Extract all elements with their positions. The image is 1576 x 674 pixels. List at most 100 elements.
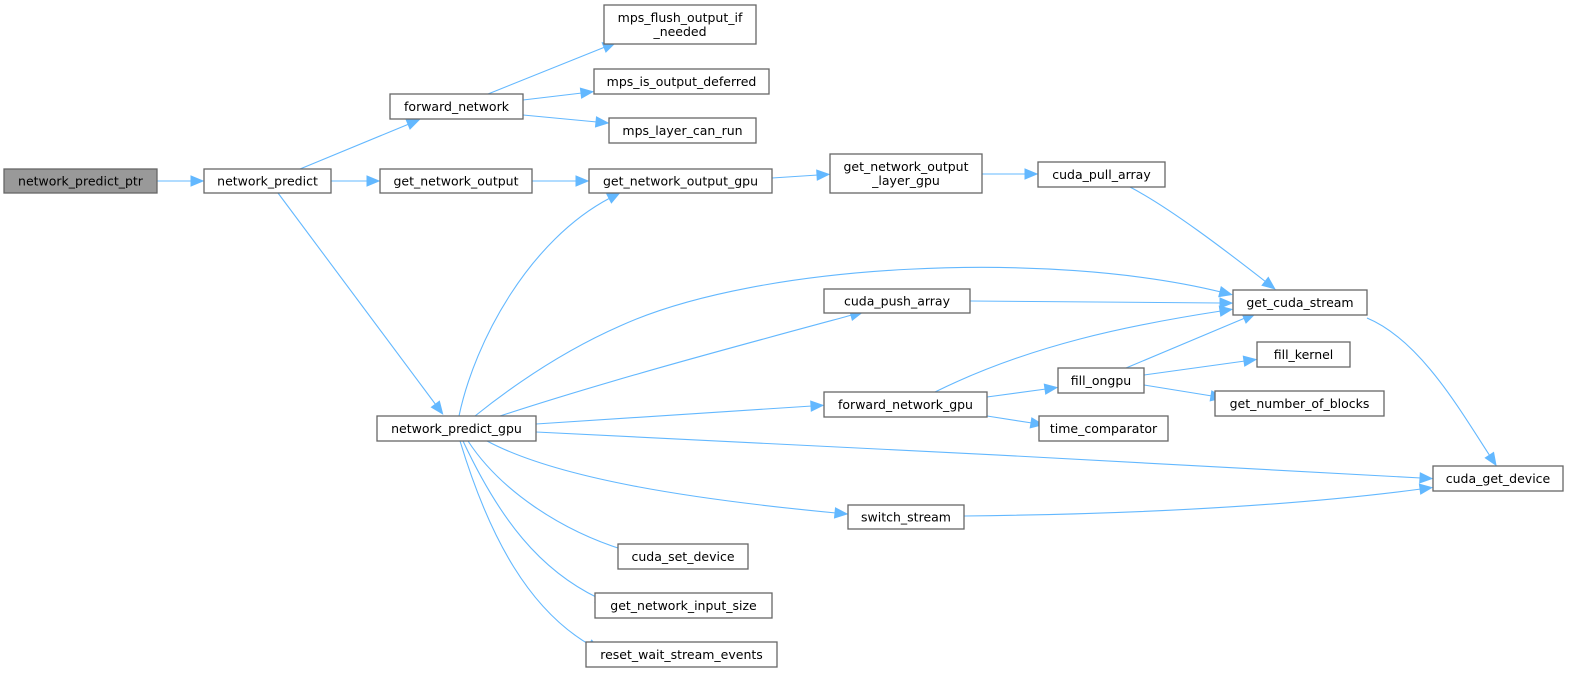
edge-cuda_push_array-to-get_cuda_stream bbox=[969, 297, 1234, 309]
arrowhead-icon bbox=[430, 400, 444, 415]
node-get-network-output-gpu[interactable]: get_network_output_gpu bbox=[588, 168, 773, 194]
edge-network_predict_gpu-to-cuda_push_array bbox=[499, 309, 864, 417]
node-box bbox=[376, 415, 537, 442]
node-label: fill_kernel bbox=[1274, 347, 1334, 362]
arrowhead-icon bbox=[1242, 355, 1258, 367]
edge-forward_network-to-mps_layer_can_run bbox=[522, 114, 610, 128]
node-label: network_predict bbox=[217, 174, 318, 189]
node-label: get_number_of_blocks bbox=[1230, 396, 1370, 411]
edge-line bbox=[467, 440, 625, 551]
arrowhead-icon bbox=[579, 87, 595, 99]
edge-fill_ongpu-to-get_cuda_stream bbox=[1125, 313, 1257, 369]
node-network-predict-ptr[interactable]: network_predict_ptr bbox=[3, 168, 158, 194]
node-box bbox=[588, 168, 773, 194]
arrowhead-icon bbox=[1024, 168, 1039, 180]
edge-network_predict_gpu-to-get_cuda_stream bbox=[474, 266, 1233, 417]
edge-line bbox=[1129, 186, 1267, 283]
node-box bbox=[203, 168, 332, 194]
edge-line bbox=[299, 123, 410, 170]
edge-line bbox=[986, 388, 1047, 398]
node-box bbox=[1432, 465, 1564, 492]
node-cuda-get-device[interactable]: cuda_get_device bbox=[1432, 465, 1564, 492]
node-fill-ongpu[interactable]: fill_ongpu bbox=[1057, 367, 1145, 394]
node-label: cuda_pull_array bbox=[1052, 167, 1151, 182]
node-box bbox=[389, 93, 524, 120]
edge-forward_network_gpu-to-time_comparator bbox=[986, 415, 1045, 429]
edge-network_predict-to-forward_network bbox=[299, 119, 421, 170]
node-box bbox=[594, 592, 773, 619]
arrowhead-icon bbox=[1219, 297, 1234, 309]
edge-forward_network_gpu-to-fill_ongpu bbox=[986, 383, 1059, 398]
edge-line bbox=[474, 266, 1222, 417]
edge-network_predict_gpu-to-forward_network_gpu bbox=[535, 400, 825, 425]
node-time-comparator[interactable]: time_comparator bbox=[1038, 415, 1169, 442]
node-mps-is-output-deferred[interactable]: mps_is_output_deferred bbox=[593, 68, 770, 95]
node-box bbox=[829, 153, 983, 194]
node-box bbox=[585, 641, 778, 668]
node-label: mps_layer_can_run bbox=[622, 123, 742, 138]
arrowhead-icon bbox=[606, 192, 621, 204]
arrowhead-icon bbox=[405, 119, 421, 130]
arrowhead-icon bbox=[1218, 286, 1233, 298]
node-box bbox=[608, 117, 757, 144]
node-box bbox=[593, 68, 770, 95]
edge-network_predict-to-network_predict_gpu bbox=[277, 192, 444, 415]
node-box bbox=[3, 168, 158, 194]
node-switch-stream[interactable]: switch_stream bbox=[847, 504, 965, 530]
arrowhead-icon bbox=[833, 507, 849, 519]
node-box bbox=[617, 543, 749, 570]
node-label: forward_network bbox=[404, 99, 510, 114]
edge-line bbox=[277, 192, 437, 406]
node-label: cuda_push_array bbox=[844, 294, 951, 309]
node-box bbox=[1256, 341, 1351, 368]
arrowhead-icon bbox=[575, 175, 590, 187]
arrowhead-icon bbox=[810, 400, 825, 412]
edge-network_predict_gpu-to-reset_wait_stream_events bbox=[459, 440, 601, 652]
node-get-cuda-stream[interactable]: get_cuda_stream bbox=[1232, 289, 1368, 316]
node-get-network-output-layer-gpu[interactable]: get_network_output_layer_gpu bbox=[829, 153, 983, 194]
arrowhead-icon bbox=[366, 175, 381, 187]
node-mps-layer-can-run[interactable]: mps_layer_can_run bbox=[608, 117, 757, 144]
node-network-predict-gpu[interactable]: network_predict_gpu bbox=[376, 415, 537, 442]
node-label: reset_wait_stream_events bbox=[600, 647, 763, 662]
node-box bbox=[823, 288, 971, 314]
node-reset-wait-stream-events[interactable]: reset_wait_stream_events bbox=[585, 641, 778, 668]
edge-line bbox=[963, 488, 1422, 517]
node-box bbox=[823, 391, 988, 418]
node-label: get_cuda_stream bbox=[1246, 295, 1353, 310]
arrowhead-icon bbox=[1043, 383, 1059, 395]
node-get-number-of-blocks[interactable]: get_number_of_blocks bbox=[1214, 390, 1385, 417]
node-get-network-input-size[interactable]: get_network_input_size bbox=[594, 592, 773, 619]
node-label: mps_flush_output_if bbox=[618, 10, 743, 25]
edge-line bbox=[462, 440, 599, 599]
node-cuda-push-array[interactable]: cuda_push_array bbox=[823, 288, 971, 314]
node-label: network_predict_ptr bbox=[18, 174, 144, 189]
node-forward-network-gpu[interactable]: forward_network_gpu bbox=[823, 391, 988, 418]
node-cuda-set-device[interactable]: cuda_set_device bbox=[617, 543, 749, 570]
node-cuda-pull-array[interactable]: cuda_pull_array bbox=[1037, 161, 1166, 188]
node-get-network-output[interactable]: get_network_output bbox=[379, 168, 533, 194]
node-forward-network[interactable]: forward_network bbox=[389, 93, 524, 120]
node-label: _needed bbox=[652, 24, 706, 39]
edge-fill_ongpu-to-get_number_of_blocks bbox=[1143, 384, 1225, 402]
node-label: get_network_output bbox=[393, 174, 518, 189]
edge-get_cuda_stream-to-cuda_get_device bbox=[1366, 317, 1497, 467]
node-label: mps_is_output_deferred bbox=[607, 74, 757, 89]
node-box bbox=[1057, 367, 1145, 394]
arrowhead-icon bbox=[816, 169, 831, 181]
edge-network_predict_gpu-to-get_network_input_size bbox=[462, 440, 610, 604]
node-box bbox=[379, 168, 533, 194]
node-label: network_predict_gpu bbox=[391, 421, 522, 436]
node-fill-kernel[interactable]: fill_kernel bbox=[1256, 341, 1351, 368]
node-box bbox=[847, 504, 965, 530]
edge-line bbox=[1125, 317, 1246, 369]
node-label: switch_stream bbox=[861, 510, 951, 525]
node-box bbox=[1214, 390, 1385, 417]
node-mps-flush-output-if-needed[interactable]: mps_flush_output_if_needed bbox=[603, 4, 757, 45]
edge-network_predict_gpu-to-switch_stream bbox=[486, 440, 849, 519]
node-label: _layer_gpu bbox=[871, 173, 940, 188]
node-box bbox=[1232, 289, 1368, 316]
node-label: fill_ongpu bbox=[1071, 373, 1131, 388]
node-box bbox=[603, 4, 757, 45]
node-network-predict[interactable]: network_predict bbox=[203, 168, 332, 194]
